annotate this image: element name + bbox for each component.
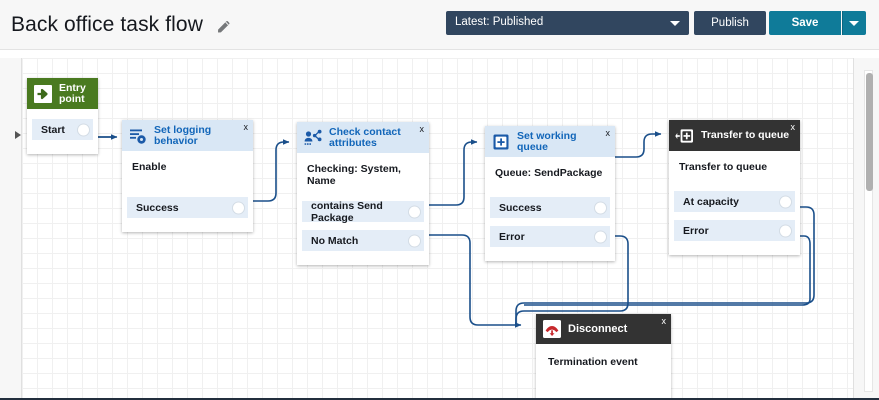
- node-header: Disconnect x: [536, 314, 671, 344]
- node-transfer-to-queue[interactable]: Transfer to queue x Transfer to queue At…: [669, 120, 800, 255]
- node-title: Check contact attributes: [329, 125, 401, 149]
- node-body: Transfer to queue: [669, 151, 800, 191]
- node-header: Set working queue x: [485, 126, 615, 157]
- canvas-left-gutter: [0, 58, 22, 398]
- arrow-into-box-icon: [33, 84, 53, 104]
- close-icon[interactable]: x: [661, 316, 667, 326]
- phone-hangup-icon: [542, 319, 562, 339]
- port-connector-dot[interactable]: [233, 202, 244, 213]
- port-label: Success: [499, 201, 542, 214]
- port-connector-dot[interactable]: [780, 196, 791, 207]
- port-connector-dot[interactable]: [409, 206, 420, 217]
- port-at-capacity[interactable]: At capacity: [674, 191, 795, 212]
- port-label: At capacity: [683, 195, 740, 208]
- node-ports: contains Send Package No Match: [297, 199, 429, 265]
- port-label: Success: [136, 201, 179, 214]
- version-dropdown[interactable]: Latest: Published: [446, 11, 689, 35]
- node-title: Set logging behavior: [154, 123, 212, 147]
- port-contains-send-package[interactable]: contains Send Package: [302, 199, 424, 224]
- contact-branch-icon: [303, 128, 323, 148]
- port-success[interactable]: Success: [490, 197, 610, 218]
- close-icon[interactable]: x: [605, 128, 611, 138]
- save-dropdown-button[interactable]: [842, 11, 866, 35]
- flow-canvas[interactable]: Entry point Start: [0, 50, 879, 400]
- node-header: Transfer to queue x: [669, 120, 800, 151]
- chevron-down-icon: [670, 21, 680, 26]
- node-ports: Start: [27, 119, 98, 154]
- vertical-scrollbar-thumb[interactable]: [866, 73, 873, 191]
- node-ports: Success: [122, 197, 253, 232]
- toolbar: Back office task flow Latest: Published …: [0, 0, 879, 50]
- page-title: Back office task flow: [11, 13, 203, 36]
- triangle-right-icon[interactable]: [13, 128, 23, 140]
- port-start[interactable]: Start: [32, 119, 93, 140]
- node-ports: Success Error: [485, 197, 615, 261]
- node-ports: At capacity Error: [669, 191, 800, 255]
- node-header: Check contact attributes x: [297, 122, 429, 153]
- node-title: Transfer to queue: [701, 129, 790, 141]
- port-label: Start: [41, 123, 65, 136]
- node-body: Enable: [122, 151, 253, 197]
- log-settings-icon: [128, 126, 148, 146]
- node-disconnect[interactable]: Disconnect x Termination event: [536, 314, 671, 398]
- close-icon[interactable]: x: [419, 124, 425, 134]
- port-label: Error: [683, 224, 709, 237]
- version-dropdown-label: Latest: Published: [455, 16, 544, 28]
- node-check-contact-attributes[interactable]: Check contact attributes x Checking: Sys…: [297, 122, 429, 265]
- chevron-down-icon: [849, 21, 859, 26]
- port-label: Error: [499, 230, 525, 243]
- node-body: Termination event: [536, 344, 671, 398]
- node-title: Set working queue: [517, 129, 577, 153]
- port-success[interactable]: Success: [127, 197, 248, 218]
- port-connector-dot[interactable]: [78, 124, 89, 135]
- save-button[interactable]: Save: [769, 11, 841, 35]
- close-icon[interactable]: x: [243, 122, 249, 132]
- port-connector-dot[interactable]: [780, 225, 791, 236]
- node-header: Set logging behavior x: [122, 120, 253, 151]
- node-body: Checking: System, Name: [297, 153, 429, 201]
- port-connector-dot[interactable]: [595, 202, 606, 213]
- node-set-logging-behavior[interactable]: Set logging behavior x Enable Success: [122, 120, 253, 232]
- port-error[interactable]: Error: [674, 220, 795, 241]
- node-title: Disconnect: [568, 322, 628, 335]
- transfer-queue-icon: [675, 126, 695, 146]
- node-set-working-queue[interactable]: Set working queue x Queue: SendPackage S…: [485, 126, 615, 261]
- node-body: [27, 109, 98, 119]
- node-title: Entry point: [59, 81, 86, 105]
- port-connector-dot[interactable]: [409, 235, 420, 246]
- queue-plus-icon: [491, 132, 511, 152]
- close-icon[interactable]: x: [790, 122, 796, 132]
- canvas-right-gutter: [853, 58, 879, 398]
- port-connector-dot[interactable]: [595, 231, 606, 242]
- pencil-icon[interactable]: [215, 18, 233, 36]
- port-error[interactable]: Error: [490, 226, 610, 247]
- vertical-scrollbar[interactable]: [864, 70, 873, 392]
- node-body: Queue: SendPackage: [485, 157, 615, 197]
- port-label: No Match: [311, 234, 359, 247]
- port-label: contains Send Package: [311, 199, 383, 224]
- port-no-match[interactable]: No Match: [302, 230, 424, 251]
- node-header: Entry point: [27, 78, 98, 109]
- publish-button[interactable]: Publish: [694, 11, 766, 35]
- node-entry-point[interactable]: Entry point Start: [27, 78, 98, 154]
